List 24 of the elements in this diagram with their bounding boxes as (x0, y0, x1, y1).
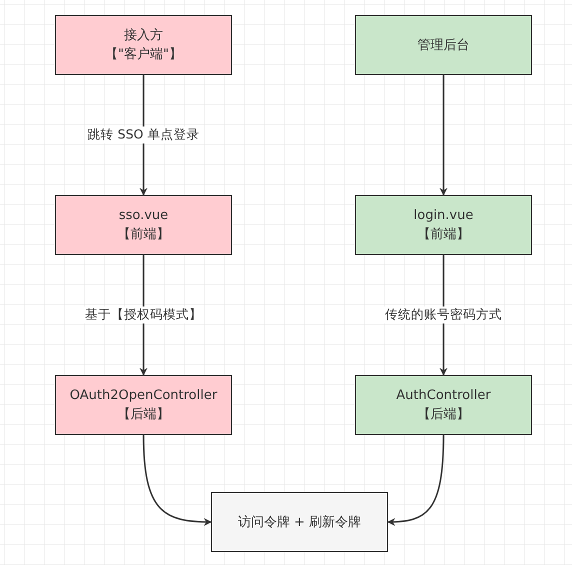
node-text: 【后端】 (118, 406, 170, 424)
node-text: login.vue (414, 207, 474, 225)
node-text: OAuth2OpenController (70, 387, 218, 405)
process-box (55, 375, 232, 435)
node-text: 【后端】 (418, 406, 470, 424)
node-text: AuthController (396, 387, 491, 405)
node-text: 【"客户端"】 (105, 46, 182, 64)
node-text: 【前端】 (418, 226, 470, 244)
node-text: 接入方 (124, 27, 163, 45)
process-box (355, 15, 532, 75)
process-box (355, 195, 532, 255)
node-text: sso.vue (118, 207, 168, 225)
node-text: 访问令牌 + 刷新令牌 (238, 514, 362, 532)
arrow (142, 434, 212, 526)
process-box (55, 195, 232, 255)
process-box (55, 15, 232, 75)
arrow (440, 75, 448, 196)
node-text: 管理后台 (418, 36, 470, 54)
process-box (211, 492, 388, 552)
edge-label: 跳转 SSO 单点登录 (86, 126, 200, 144)
node-text: 【前端】 (118, 226, 170, 244)
edge-label: 传统的账号密码方式 (384, 306, 503, 324)
arrow (387, 434, 444, 526)
process-box (355, 375, 532, 435)
